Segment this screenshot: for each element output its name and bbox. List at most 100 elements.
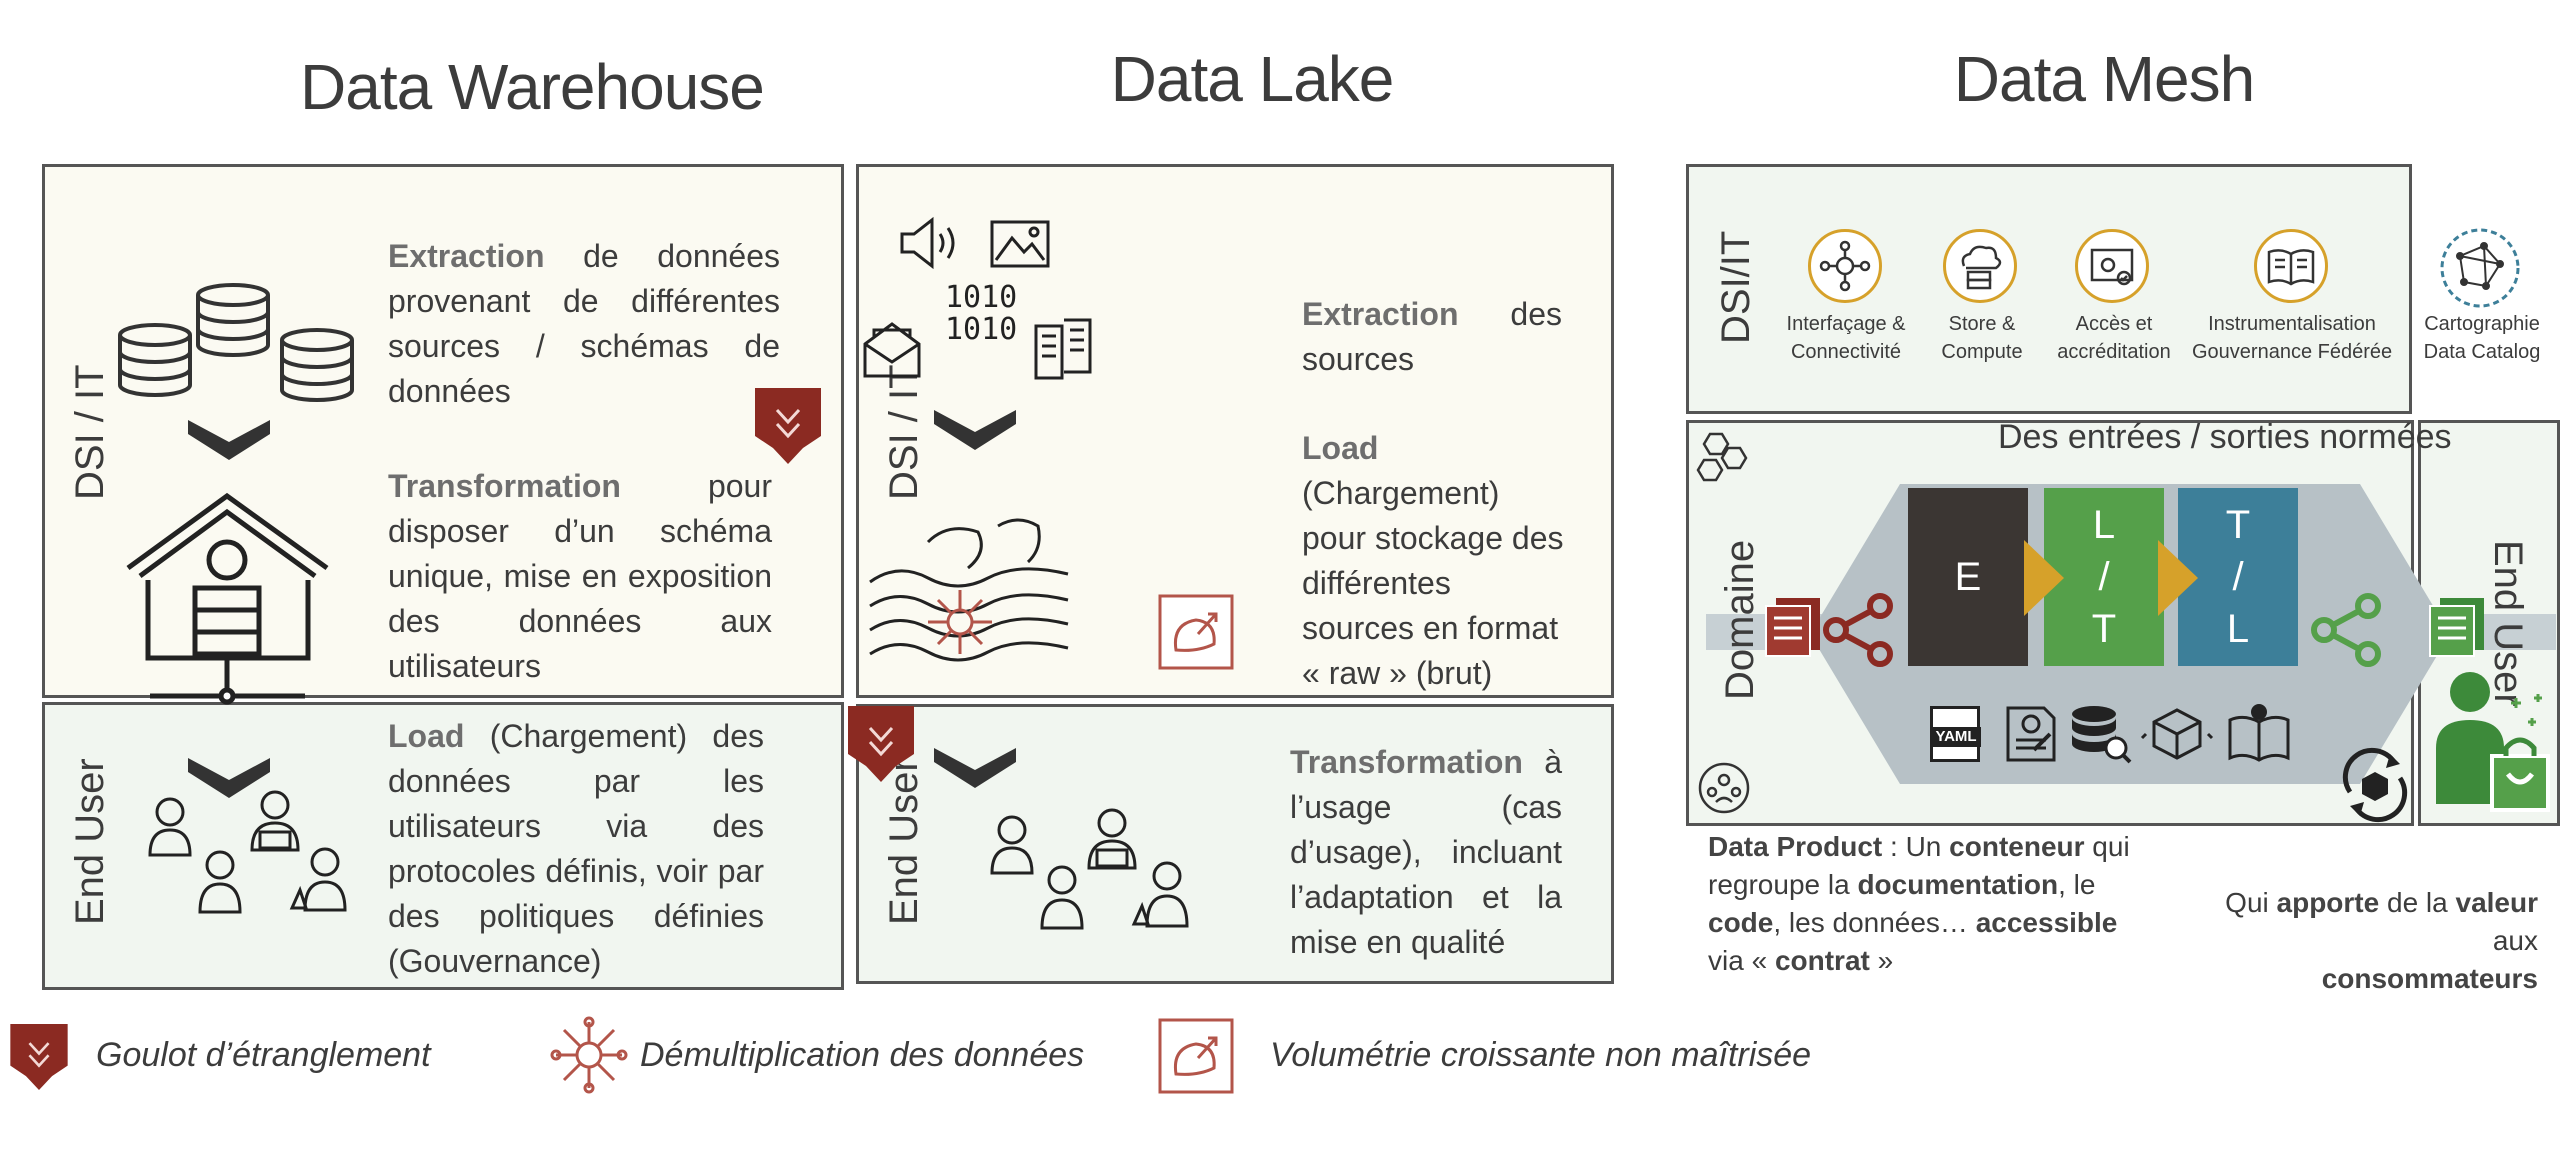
mail-icon	[863, 322, 921, 378]
book-governance-icon	[2254, 229, 2328, 303]
keyword-extraction: Extraction	[388, 238, 545, 274]
data-multiplication-icon	[550, 1016, 628, 1094]
stage-letter: L	[2092, 503, 2116, 547]
lake-load-text: Load (Chargement) pour stockage des diff…	[1302, 426, 1564, 696]
hexagon-cluster-icon	[1696, 432, 1748, 482]
catalog-line: Data Catalog	[2423, 341, 2541, 363]
lake-transformation-text: Transformation à l’usage (cas d’usage), …	[1290, 740, 1562, 965]
cloud-storage-icon	[1943, 229, 2017, 303]
speaker-icon	[900, 216, 955, 270]
lake-user-panel	[856, 704, 1614, 984]
domain-label: Domaine	[1718, 539, 1762, 700]
desc-bold: documentation	[1857, 869, 2059, 900]
desc-text: , le	[2058, 869, 2096, 900]
chevron-down-icon	[188, 758, 270, 798]
database-search-icon	[2072, 706, 2132, 764]
keyword-load: Load	[388, 718, 465, 754]
image-icon	[990, 220, 1050, 268]
keyword-load: Load	[1302, 430, 1379, 466]
value-bold: apporte	[2276, 887, 2380, 918]
warehouse-user-label: End User	[68, 758, 112, 925]
capability-label: Accès et accréditation	[2050, 310, 2178, 366]
value-text: aux	[2492, 925, 2538, 956]
desc-bold: accessible	[1975, 907, 2118, 938]
stage-letter: E	[1954, 554, 1982, 599]
stage-letter: /	[2098, 555, 2110, 599]
lake-it-label: DSI / IT	[882, 364, 926, 500]
capability-line: Accès et	[2075, 313, 2153, 335]
desc-text: , les données…	[1773, 907, 1976, 938]
volume-growth-icon	[1158, 1018, 1234, 1094]
value-text: de la	[2379, 887, 2456, 918]
code-document-icon	[2006, 706, 2056, 762]
legend-multiplication: Démultiplication des données	[640, 1036, 1085, 1074]
keyword-transformation: Transformation	[1290, 744, 1523, 780]
keyword-transformation: Transformation	[388, 468, 621, 504]
desc-bold: contrat	[1774, 945, 1870, 976]
capability-line: Connectivité	[1790, 341, 1902, 363]
title-data-mesh: Data Mesh	[1953, 43, 2255, 115]
chevron-down-icon	[934, 410, 1016, 450]
team-network-icon	[1698, 762, 1750, 814]
transformation-description: pour disposer d’un schéma unique, mise e…	[388, 468, 772, 684]
lake-extraction-text: Extraction des sources	[1302, 292, 1562, 382]
load-description: (Chargement) des données par les utilisa…	[388, 718, 764, 979]
network-hub-icon	[1808, 229, 1882, 303]
book-documentation-icon	[2228, 704, 2290, 762]
warehouse-building-icon	[126, 492, 329, 705]
flow-arrow-icon	[2158, 540, 2198, 616]
capability-label: Interfaçage & Connectivité	[1768, 310, 1924, 366]
desc-text: via «	[1708, 945, 1775, 976]
yaml-file-icon: YAML	[1930, 706, 1981, 762]
stage-letter: L	[2226, 607, 2250, 651]
extraction-description: de données provenant de différentes sour…	[388, 238, 781, 409]
lake-waves-icon	[869, 518, 1069, 662]
data-product-description: Data Product : Un conteneur qui regroupe…	[1708, 828, 2148, 980]
warehouse-it-panel	[42, 164, 844, 698]
data-catalog-icon	[2440, 228, 2520, 308]
stage-transform-load: T / L	[2178, 488, 2298, 666]
desc-text: : Un	[1882, 831, 1950, 862]
users-group-icon	[990, 808, 1189, 930]
binary-text-icon: 1010 1010	[945, 282, 1017, 346]
extraction-description: des sources	[1302, 296, 1562, 377]
volume-growth-icon	[1158, 594, 1234, 670]
binary-line: 1010	[945, 280, 1018, 315]
lake-user-label: End User	[882, 758, 926, 925]
code-cube-icon	[2140, 708, 2214, 760]
title-data-lake: Data Lake	[1110, 43, 1395, 115]
output-files-icon	[2429, 598, 2484, 657]
catalog-line: Cartographie	[2424, 313, 2540, 335]
input-files-icon	[1765, 598, 1820, 657]
desc-text: qui regroupe la	[1708, 831, 2130, 900]
capability-line: Interfaçage &	[1786, 313, 1906, 335]
warehouse-extraction-text: Extraction de données provenant de diffé…	[388, 234, 780, 414]
bottleneck-icon	[848, 706, 914, 782]
document-icon	[1034, 318, 1092, 380]
warehouse-user-panel	[42, 702, 844, 990]
stage-extract: E	[1908, 488, 2028, 666]
stage-letter: T	[2225, 503, 2251, 547]
title-data-warehouse: Data Warehouse	[300, 51, 765, 123]
value-bold: valeur	[2455, 887, 2539, 918]
desc-bold: code	[1708, 907, 1774, 938]
io-title: Des entrées / sorties normées	[1998, 418, 2452, 456]
desc-bold: conteneur	[1949, 831, 2085, 862]
mesh-it-label: DSI/IT	[1714, 230, 1758, 344]
capability-label: Store &Compute	[1930, 310, 2034, 366]
share-icon	[1823, 593, 1893, 667]
keyword-extraction: Extraction	[1302, 296, 1459, 332]
value-bold: consommateurs	[2321, 963, 2538, 994]
stage-letter: /	[2232, 555, 2244, 599]
value-text: Qui	[2225, 887, 2277, 918]
capability-line: Store &	[1948, 313, 2016, 335]
capability-line: Gouvernance Fédérée	[2192, 341, 2393, 363]
capability-line: accréditation	[2057, 341, 2171, 363]
load-description: (Chargement) pour stockage des différent…	[1302, 475, 1564, 691]
chevron-down-icon	[934, 748, 1016, 788]
stage-letter: T	[2091, 607, 2117, 651]
share-icon	[2311, 593, 2381, 667]
binary-line: 1010	[945, 312, 1018, 347]
